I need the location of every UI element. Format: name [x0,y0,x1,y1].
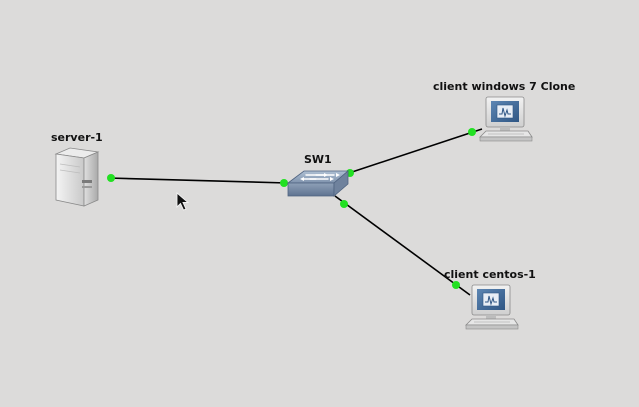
link-sw1-centos[interactable] [334,195,471,296]
node-label-sw1: SW1 [304,153,332,166]
port-indicator [107,174,115,182]
node-label-server-1: server-1 [51,131,103,144]
switch-icon[interactable] [286,168,350,198]
node-label-client-win7: client windows 7 Clone [433,80,576,93]
link-server1-sw1[interactable] [107,177,288,184]
node-label-client-centos: client centos-1 [444,268,536,281]
link-sw1-win7[interactable] [345,128,483,175]
port-indicator [468,128,476,136]
port-indicator [452,281,460,289]
port-indicator [340,200,348,208]
server-icon[interactable] [54,146,102,208]
mouse-cursor-icon [176,192,190,212]
port-indicator [280,179,288,187]
computer-icon[interactable] [462,283,520,337]
computer-icon[interactable] [476,95,534,149]
